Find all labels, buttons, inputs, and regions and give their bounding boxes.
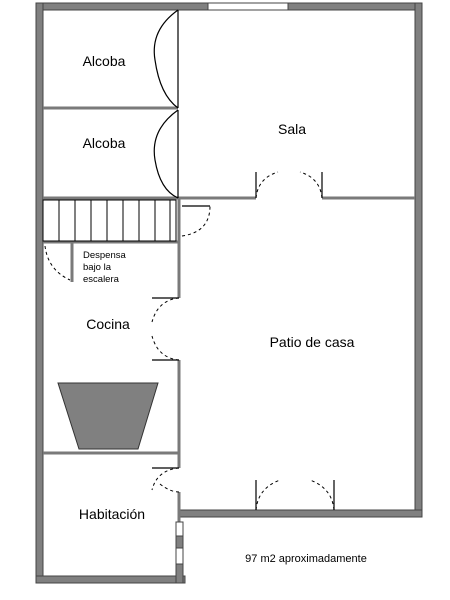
habitacion-windows [175, 521, 184, 584]
door-habitacion [151, 467, 180, 491]
label-despensa-1: Despensa [83, 250, 126, 261]
door-patio-left [255, 479, 281, 511]
door-alcoba-1 [153, 9, 179, 109]
top-wall-right [287, 2, 423, 11]
staircase-outline [42, 199, 177, 242]
window-habitacion-1 [175, 521, 184, 537]
label-patio: Patio de casa [270, 334, 355, 350]
habitacion-bottom-wall [35, 575, 186, 584]
area-note: 97 m2 aproximadamente [245, 553, 367, 565]
label-sala: Sala [278, 121, 306, 137]
interior-walls [43, 106, 415, 522]
top-window [207, 2, 289, 11]
staircase [42, 199, 177, 242]
top-wall-left [35, 2, 209, 11]
window-habitacion-2 [175, 547, 184, 565]
doors [44, 9, 335, 511]
outer-walls [35, 2, 423, 584]
label-cocina: Cocina [86, 316, 130, 332]
kitchen-hood [57, 382, 159, 450]
left-wall [35, 2, 44, 584]
right-wall [414, 2, 423, 518]
label-despensa-3: escalera [83, 274, 120, 285]
patio-bottom-wall [177, 509, 423, 518]
door-despensa [44, 245, 71, 281]
door-cocina-top [151, 297, 180, 323]
label-despensa-2: bajo la [83, 262, 112, 273]
label-alcoba-1: Alcoba [83, 53, 126, 69]
door-stair [181, 205, 211, 237]
door-cocina-bottom [151, 335, 180, 361]
door-sala-left [255, 171, 279, 199]
label-habitacion: Habitación [79, 506, 145, 522]
door-alcoba-2 [153, 109, 179, 199]
door-patio-right [309, 479, 335, 511]
door-sala-right [299, 171, 323, 199]
label-alcoba-2: Alcoba [83, 135, 126, 151]
